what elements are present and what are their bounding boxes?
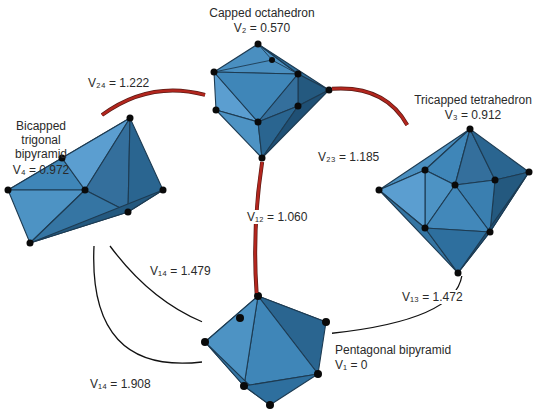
barrier-value: V₂₃ = 1.185 — [316, 150, 381, 164]
polyhedron-name: Capped octahedron — [182, 6, 342, 20]
path-outline — [255, 162, 262, 293]
barrier-value: V₁₂ = 1.060 — [245, 210, 309, 224]
tricapped-tetrahedron-figure — [376, 126, 533, 277]
barrier-value: V₁₄ = 1.908 — [88, 377, 153, 391]
energy-value: V₁ = 0 — [335, 358, 465, 372]
transition-path — [110, 246, 202, 322]
polyhedron-node: Capped octahedronV₂ = 0.570 — [205, 40, 332, 162]
energy-value: V₂ = 0.570 — [182, 21, 342, 35]
pentagonal-bipyramid-figure — [201, 292, 330, 409]
polyhedron-node: Bicapped trigonal bipyramid V₄ = 0.972 — [6, 115, 166, 246]
path-outline — [332, 88, 407, 125]
barrier-value: V₁₃ = 1.472 — [400, 290, 465, 304]
polyhedron-node: Pentagonal bipyramidV₁ = 0 — [202, 293, 332, 408]
preferred-transition — [102, 90, 205, 115]
polyhedron-name: Bicapped trigonal bipyramid — [3, 119, 79, 161]
barrier-value: V₁₄ = 1.479 — [148, 264, 213, 278]
polyhedron-node: Tricapped tetrahedronV₃ = 0.912 — [376, 125, 532, 276]
barrier-value: V₂₄ = 1.222 — [86, 76, 151, 90]
transition-path — [332, 276, 462, 333]
polyhedron-name: Tricapped tetrahedron — [408, 93, 538, 107]
energy-value: V₃ = 0.912 — [408, 108, 538, 122]
preferred-transition — [255, 162, 262, 293]
polyhedron-name: Pentagonal bipyramid — [335, 343, 465, 357]
capped-octahedron-figure — [211, 41, 333, 162]
preferred-transition — [332, 88, 407, 125]
energy-value: V₄ = 0.972 — [3, 163, 79, 177]
path-outline — [102, 90, 205, 115]
